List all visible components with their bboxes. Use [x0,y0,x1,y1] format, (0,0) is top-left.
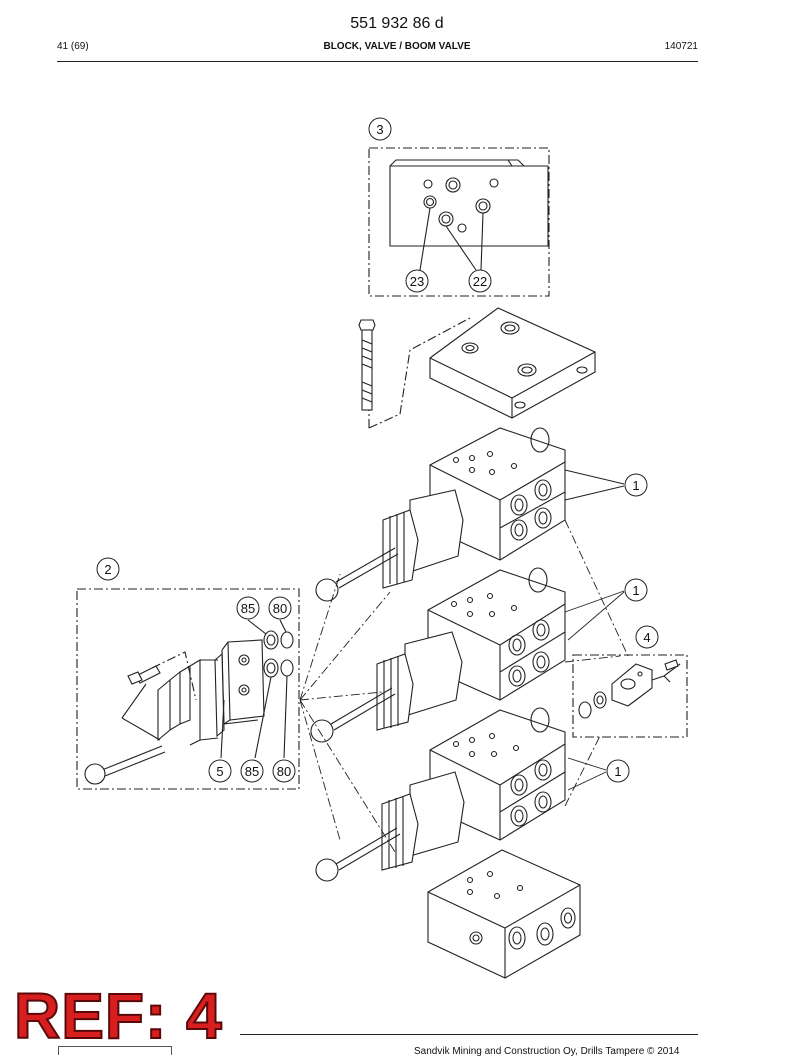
svg-text:4: 4 [643,630,650,645]
callout-80-top: 80 [268,596,292,620]
footer-copyright: Sandvik Mining and Construction Oy, Dril… [414,1046,680,1057]
callout-85-top: 85 [236,596,260,620]
svg-text:1: 1 [632,583,639,598]
svg-text:2: 2 [104,562,111,577]
valve-section-lower [315,707,566,882]
tie-rod-bolt [358,317,471,429]
svg-text:85: 85 [245,764,259,779]
callout-23: 23 [405,269,429,293]
footer-rule [240,1034,698,1035]
detail-box-4 [572,654,688,738]
callout-3: 3 [368,117,392,141]
callout-1-lower: 1 [606,759,630,783]
svg-text:1: 1 [614,764,621,779]
svg-text:3: 3 [376,122,383,137]
callout-80-bottom: 80 [272,759,296,783]
inlet-block [427,849,581,979]
document-date: 140721 [664,41,698,52]
svg-text:80: 80 [273,601,287,616]
svg-text:5: 5 [216,764,223,779]
valve-section-middle [310,567,566,743]
svg-text:85: 85 [241,601,255,616]
callout-22: 22 [468,269,492,293]
ref-stamp: REF: 4 [13,980,223,1052]
sandvik-logo [58,1046,172,1055]
detail-box-3 [368,147,550,297]
detail-box-2 [76,588,300,790]
svg-text:23: 23 [410,274,424,289]
svg-text:1: 1 [632,478,639,493]
valve-section-upper [315,427,566,602]
callout-group: 3 23 22 1 1 1 2 4 85 80 5 85 80 [96,117,659,783]
page-number: 41 (69) [57,41,89,52]
svg-text:22: 22 [473,274,487,289]
leader-lines [299,469,629,853]
document-number: 551 932 86 d [350,15,444,32]
end-cover-plate [429,307,596,419]
svg-text:80: 80 [277,764,291,779]
callout-1-middle: 1 [624,578,648,602]
header-rule [57,61,698,62]
callout-2: 2 [96,557,120,581]
callout-5: 5 [208,759,232,783]
callout-1-upper: 1 [624,473,648,497]
callout-4: 4 [635,625,659,649]
callout-85-bottom: 85 [240,759,264,783]
page-title: BLOCK, VALVE / BOOM VALVE [323,41,471,52]
